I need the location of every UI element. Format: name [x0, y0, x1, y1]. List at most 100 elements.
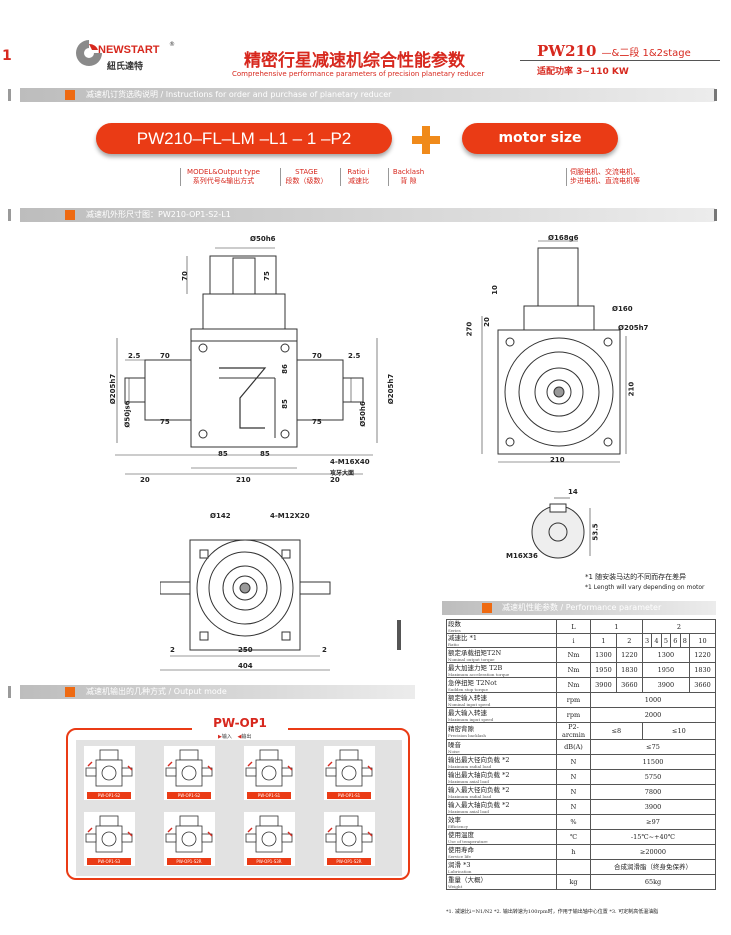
- logo-name: NEWSTART: [98, 44, 160, 56]
- legend: ▶输入 ◀输出: [218, 734, 252, 740]
- dim-w20b: 20: [330, 476, 340, 484]
- param-value: 3660: [615, 677, 643, 693]
- label-model-en: MODEL&Output type: [187, 168, 260, 176]
- section-title-output: 减速机输出的几种方式 / Output mode: [86, 687, 227, 696]
- note-m16: 4-M16X40: [330, 458, 370, 466]
- param-value: 2000: [590, 707, 716, 723]
- section-bar-order: 减速机订货选购说明 / Instructions for order and p…: [8, 88, 717, 102]
- param-value: 8: [679, 633, 691, 648]
- note-length-cn: *1 随安装马达的不同而存在差异: [585, 573, 687, 581]
- output-mode-caption: PW-OP1-S2R: [327, 858, 371, 865]
- label-stage-en: STAGE: [295, 168, 318, 176]
- dim-v75b: 75: [312, 418, 322, 426]
- output-mode-caption: PW-OP1-S2: [87, 792, 131, 799]
- param-unit: Nm: [556, 662, 591, 678]
- section-title-dims: 减速机外形尺寸图：PW210-OP1-S2-L1: [86, 210, 231, 219]
- dim-v70b: 70: [312, 352, 322, 360]
- dim-v210: 210: [627, 381, 636, 397]
- param-value: 3: [641, 633, 653, 648]
- param-label: 重量（大概）Weight: [446, 874, 557, 890]
- param-value: 4: [651, 633, 662, 648]
- param-value: 3660: [689, 677, 716, 693]
- param-unit: N: [556, 784, 591, 800]
- output-mode-caption: PW-OP1-S1: [327, 792, 371, 799]
- dim-v20: 20: [482, 317, 491, 327]
- dim-key14: 14: [568, 488, 578, 496]
- model-code: PW210: [537, 42, 597, 60]
- dim-d205b: Ø205h7: [618, 324, 649, 332]
- legend-out: 输出: [241, 734, 252, 740]
- dim-d168: Ø168g6: [548, 234, 579, 242]
- param-unit: h: [556, 844, 591, 860]
- param-unit: rpm: [556, 692, 591, 708]
- legend-in: 输入: [221, 734, 232, 740]
- gearbox-icon: [325, 749, 373, 787]
- label-backlash: Backlash 背 隙: [388, 168, 428, 186]
- param-value: 1830: [615, 662, 643, 678]
- dim-m12: 4-M12X20: [270, 512, 310, 520]
- note-length-en: *1 Length will vary depending on motor: [585, 584, 705, 591]
- gearbox-icon: [85, 749, 133, 787]
- vertical-divider: [397, 620, 401, 650]
- param-value: 1830: [689, 662, 716, 678]
- dim-v2a: 2: [170, 646, 175, 654]
- power-range: 适配功率 3~110 KW: [537, 67, 629, 77]
- dim-v86: 86: [280, 364, 289, 374]
- label-ratio-cn: 减速比: [348, 177, 369, 185]
- page-number-tab: 1: [2, 48, 12, 64]
- logo: NEWSTART ® 紐氏達特: [74, 38, 184, 78]
- dim-v85c: 85: [280, 399, 289, 409]
- param-unit: i: [556, 633, 591, 648]
- section-title-perf: 减速机性能参数 / Performance parameter: [502, 603, 662, 612]
- gearbox-icon: [165, 815, 213, 853]
- param-value: 1300: [641, 647, 691, 663]
- param-unit: %: [556, 814, 591, 830]
- plus-icon: [412, 126, 440, 154]
- dim-w210b: 210: [550, 456, 565, 464]
- label-backlash-en: Backlash: [392, 168, 425, 176]
- order-code-pill: PW210–FL–LM –L1 – 1 –P2: [96, 123, 392, 154]
- gearbox-icon: [165, 749, 213, 787]
- gearbox-icon: [325, 815, 373, 853]
- dim-w20a: 20: [140, 476, 150, 484]
- param-value: 2: [615, 633, 643, 648]
- page-title: 精密行星减速机综合性能参数: [244, 51, 465, 71]
- output-mode-item: PW-OP1-S1: [324, 746, 375, 800]
- param-value: 6: [670, 633, 681, 648]
- dim-key535: 53.5: [591, 523, 600, 541]
- param-value: 1950: [590, 662, 617, 678]
- param-value: 7800: [590, 784, 716, 800]
- label-ratio-en: Ratio i: [347, 168, 370, 176]
- front-view-drawing: [115, 247, 378, 475]
- logo-cn: 紐氏達特: [107, 62, 144, 72]
- dim-v270: 270: [465, 321, 474, 337]
- dim-w210: 210: [236, 476, 251, 484]
- param-unit: L: [556, 619, 591, 634]
- param-unit: P2-arcmin: [556, 722, 591, 740]
- top-view-drawing: [160, 539, 331, 671]
- logo-registered: ®: [169, 41, 175, 48]
- label-ratio: Ratio i 减速比: [340, 168, 376, 186]
- model-stage: —&二段 1&2stage: [601, 48, 691, 59]
- output-mode-title: PW-OP1: [192, 716, 288, 730]
- dim-d160: Ø160: [612, 305, 633, 313]
- param-value: 1950: [641, 662, 691, 678]
- param-unit: rpm: [556, 707, 591, 723]
- param-value: ≥20000: [590, 844, 716, 860]
- page-subtitle: Comprehensive performance parameters of …: [232, 70, 485, 78]
- param-value: 5750: [590, 769, 716, 785]
